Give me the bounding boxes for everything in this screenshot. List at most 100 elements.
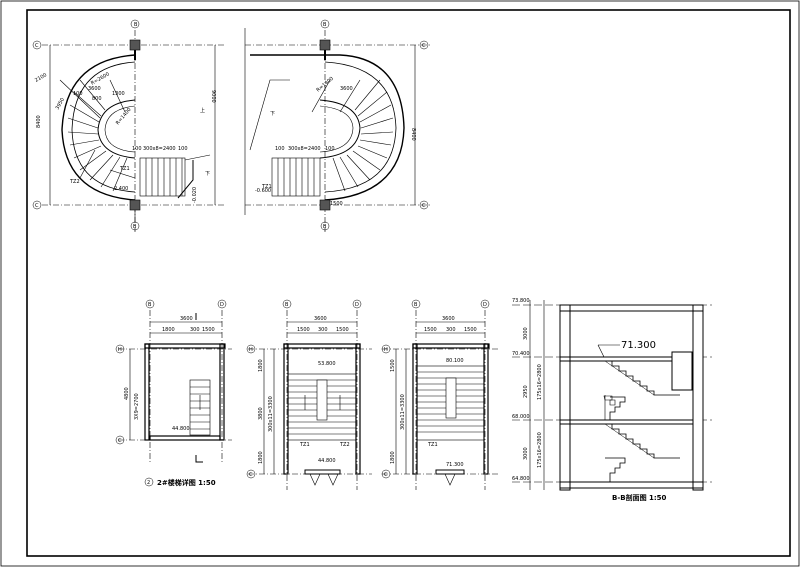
axis-label: H xyxy=(118,347,122,353)
dim-text: R=2600 xyxy=(90,71,111,86)
plan-2 xyxy=(118,310,232,463)
dim-text: 3600 xyxy=(340,86,353,92)
section-callout: 71.300 xyxy=(621,340,656,351)
stair-direction: 上 xyxy=(200,107,205,114)
dim-text: 300x11=3300 xyxy=(268,396,274,432)
axis-label: B xyxy=(323,22,327,28)
dim-text: 8400 xyxy=(410,128,416,141)
plan-3 xyxy=(248,310,372,490)
dim-text: -0.600 xyxy=(255,188,271,194)
dim-text: 2.400 xyxy=(114,186,128,192)
plan-top-right-text: B B C C 3600 8400 300x8=2400 100 100 TZ1… xyxy=(255,19,429,231)
axis-label: D xyxy=(355,302,359,308)
dim-text: 3600 xyxy=(314,316,327,322)
dim-text: 1500 xyxy=(330,201,343,207)
axis-label: D xyxy=(220,302,224,308)
dim-text: 44.800 xyxy=(172,426,190,432)
axis-label: D xyxy=(483,302,487,308)
dim-text: 800 xyxy=(92,96,102,102)
plan-top-right xyxy=(244,28,430,232)
axis-label: C xyxy=(422,43,426,49)
dim-text: 300x8=2400 xyxy=(288,146,321,152)
axis-label: H xyxy=(249,347,253,353)
dim-text: 44.800 xyxy=(318,458,336,464)
dim-text: TZ1 xyxy=(261,184,272,190)
plan-4-text: B D H C 3600 1500 300 1500 1500 300x11=3… xyxy=(381,299,490,479)
plan-top-left xyxy=(42,30,225,232)
dim-text: 1500 xyxy=(464,327,477,333)
stair-direction: 下 xyxy=(205,171,210,177)
dim-text: 2100 xyxy=(34,72,48,84)
dim-text: TZ2 xyxy=(339,442,350,448)
plan-2-text: B D H C 3600 1800 300 1500 4800 3X9=2700… xyxy=(115,299,227,487)
detail-marker: 2 xyxy=(147,480,150,486)
axis-label: B xyxy=(148,302,152,308)
dim-text: 2950 xyxy=(523,385,529,398)
axis-label: C xyxy=(118,438,122,444)
dim-text: TZ2 xyxy=(69,179,80,185)
axis-label: C xyxy=(249,472,253,478)
plan-2-title: 2#楼梯详图 1:50 xyxy=(157,478,216,487)
axis-label: C xyxy=(35,203,39,209)
axis-label: B xyxy=(285,302,289,308)
axis-label: B xyxy=(414,302,418,308)
dim-text: 3000 xyxy=(523,327,529,340)
stair-direction: 下 xyxy=(270,111,275,117)
dim-text: 80.100 xyxy=(446,358,464,364)
dim-text: 8400 xyxy=(36,115,42,128)
dim-text: 1800 xyxy=(390,451,396,464)
dim-text: 1500 xyxy=(390,359,396,372)
dim-text: 100 xyxy=(325,146,335,152)
axis-label: B xyxy=(323,224,327,230)
dim-text: 100 xyxy=(178,146,188,152)
section-text: 73.800 70.400 68.000 64.800 3000 2950 30… xyxy=(512,298,667,502)
dim-text: 1500 xyxy=(202,327,215,333)
section-b-b xyxy=(512,300,712,491)
dim-text: 4800 xyxy=(124,387,130,400)
dim-text: 300x11=3300 xyxy=(400,394,406,430)
dim-text: 3600 xyxy=(442,316,455,322)
dim-text: TZ1 xyxy=(427,442,438,448)
dim-text: TZ1 xyxy=(119,166,130,172)
dim-text: 3600 xyxy=(88,86,101,92)
dim-text: 3800 xyxy=(258,407,264,420)
dim-text: 1800 xyxy=(258,359,264,372)
dim-text: 175x16=2800 xyxy=(537,364,543,400)
dim-text: 100 xyxy=(73,91,83,97)
dim-text: 175x16=2800 xyxy=(537,432,543,468)
dim-text: 9000 xyxy=(210,90,216,103)
axis-label: C xyxy=(384,472,388,478)
axis-label: B xyxy=(134,22,138,28)
dim-text: 3X9=2700 xyxy=(134,393,140,420)
dim-text: 1800 xyxy=(162,327,175,333)
level-text: 64.800 xyxy=(512,476,530,482)
axis-label: C xyxy=(35,43,39,49)
dim-text: 100 xyxy=(275,146,285,152)
dim-text: 300x8=2400 xyxy=(143,146,176,152)
dim-text: 3600 xyxy=(180,316,193,322)
dim-text: 300 xyxy=(318,327,328,333)
dim-text: 1500 xyxy=(336,327,349,333)
level-text: 70.400 xyxy=(512,351,530,357)
plan-4 xyxy=(382,310,500,490)
dim-text: TZ1 xyxy=(299,442,310,448)
dim-text: -0.020 xyxy=(192,187,198,203)
dim-text: 300 xyxy=(190,327,200,333)
dim-text: 53.800 xyxy=(318,361,336,367)
inner-border xyxy=(26,9,791,557)
axis-label: C xyxy=(422,203,426,209)
axis-label: B xyxy=(133,224,137,230)
dim-text: 1300 xyxy=(112,91,125,97)
level-text: 68.000 xyxy=(512,414,530,420)
axis-label: H xyxy=(384,347,388,353)
dim-text: 1500 xyxy=(424,327,437,333)
dim-text: 71.300 xyxy=(446,462,464,468)
plan-3-text: B D H C 3600 1500 300 1500 1800 3800 300… xyxy=(246,299,362,479)
dim-text: 1500 xyxy=(297,327,310,333)
section-title: B-B剖面图 1:50 xyxy=(612,493,667,502)
level-text: 73.800 xyxy=(512,298,530,304)
dim-text: 3950 xyxy=(55,97,67,111)
